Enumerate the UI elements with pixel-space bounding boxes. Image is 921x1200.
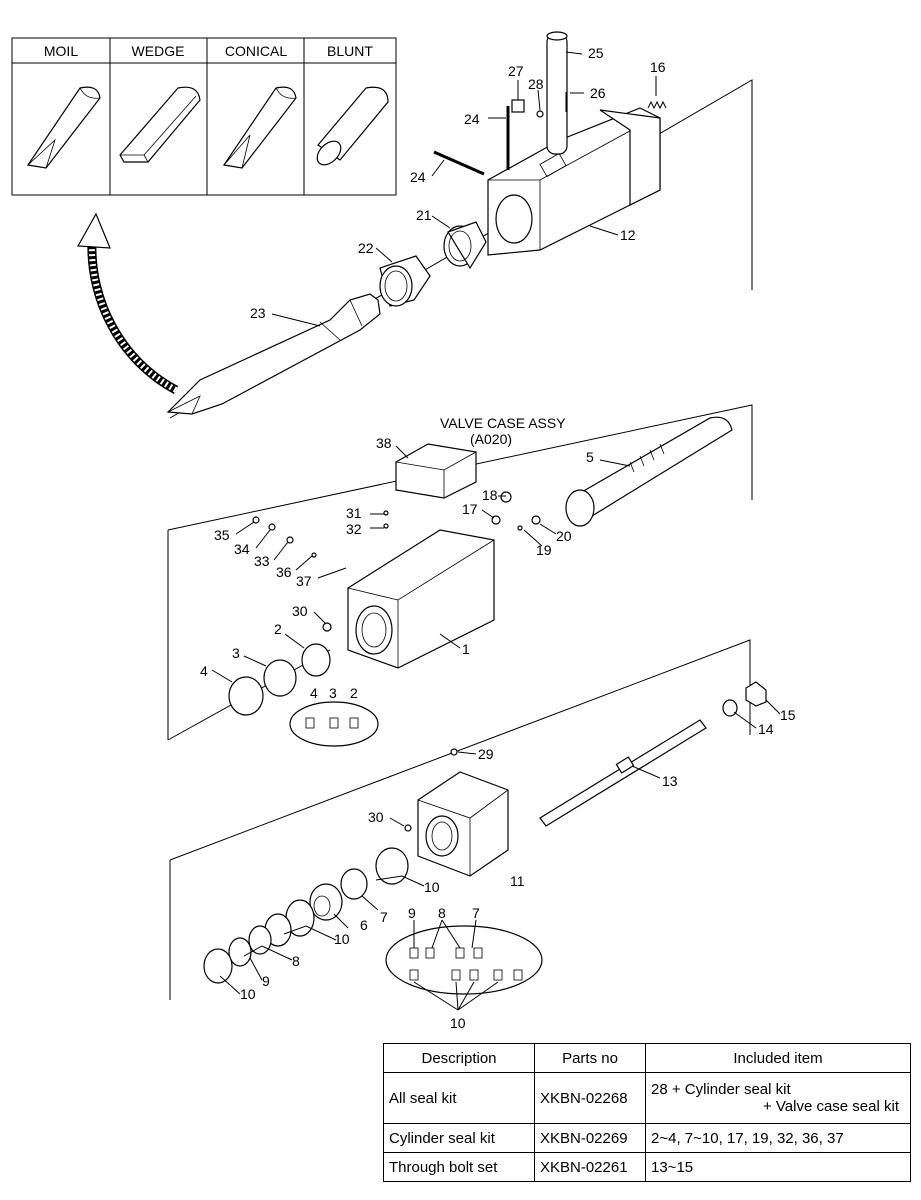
seal-kit-parts-table: Description Parts no Included item All s…	[383, 1043, 911, 1182]
valve-case-assy-label: VALVE CASE ASSY	[440, 415, 566, 431]
label-36: 36	[276, 564, 292, 580]
leader-lines	[211, 51, 781, 1011]
cell-included-item: 28 + Cylinder seal kit + Valve case seal…	[645, 1072, 911, 1124]
detail-label-7: 7	[472, 905, 480, 921]
label-34: 34	[234, 541, 250, 557]
label-31: 31	[346, 505, 362, 521]
label-21: 21	[416, 207, 432, 223]
cell-included-item: 2~4, 7~10, 17, 19, 32, 36, 37	[645, 1123, 911, 1153]
seal-2	[301, 643, 331, 677]
label-27: 27	[508, 63, 524, 79]
detail-label-3: 3	[329, 685, 337, 701]
label-29: 29	[478, 746, 494, 762]
label-6: 6	[360, 917, 368, 933]
label-30a: 30	[292, 603, 308, 619]
label-32: 32	[346, 521, 362, 537]
label-24b: 24	[410, 169, 426, 185]
conical-tool-icon	[222, 86, 297, 169]
cell-parts-no: XKBN-02268	[534, 1072, 646, 1124]
label-13: 13	[662, 773, 678, 789]
label-15: 15	[780, 707, 796, 723]
label-30b: 30	[368, 809, 384, 825]
curved-arrow-icon	[77, 212, 179, 394]
included-line-1: 28 + Cylinder seal kit	[651, 1081, 791, 1098]
cell-parts-no: XKBN-02269	[534, 1123, 646, 1153]
valve-case-code-label: (A020)	[470, 431, 512, 447]
detail-label-9: 9	[408, 905, 416, 921]
label-37: 37	[296, 573, 312, 589]
label-33: 33	[254, 553, 270, 569]
col-header-included-item: Included item	[645, 1043, 911, 1073]
col-header-description: Description	[383, 1043, 535, 1073]
label-25: 25	[588, 45, 604, 61]
label-4: 4	[200, 663, 208, 679]
tool-header-conical: CONICAL	[225, 43, 287, 59]
label-22: 22	[358, 240, 374, 256]
front-head-assembly	[169, 639, 767, 1000]
tool-header-wedge: WEDGE	[132, 43, 185, 59]
label-26: 26	[590, 85, 606, 101]
seal-4	[228, 676, 264, 716]
seal-3	[263, 659, 297, 697]
label-35: 35	[214, 527, 230, 543]
col-header-parts-no: Parts no	[534, 1043, 646, 1073]
label-18: 18	[482, 487, 498, 503]
label-38: 38	[376, 435, 392, 451]
label-10a: 10	[424, 879, 440, 895]
wedge-tool-icon	[119, 86, 201, 163]
label-24a: 24	[464, 111, 480, 127]
label-9: 9	[262, 973, 270, 989]
table-row: Through bolt set XKBN-02261 13~15	[383, 1152, 911, 1182]
included-line-2: + Valve case seal kit	[762, 1098, 899, 1115]
detail-label-4: 4	[310, 685, 318, 701]
label-17: 17	[462, 501, 478, 517]
label-20: 20	[556, 528, 572, 544]
cell-parts-no: XKBN-02261	[534, 1152, 646, 1182]
table-header-row: Description Parts no Included item	[383, 1043, 911, 1073]
detail-label-2: 2	[350, 685, 358, 701]
label-1: 1	[462, 641, 470, 657]
moil-tool-icon	[26, 86, 101, 169]
label-10b: 10	[334, 931, 350, 947]
label-3: 3	[232, 645, 240, 661]
label-7: 7	[380, 909, 388, 925]
detail-label-10: 10	[450, 1015, 466, 1031]
cell-description: All seal kit	[383, 1072, 535, 1124]
label-19: 19	[536, 542, 552, 558]
part-number-labels: VALVE CASE ASSY (A020) 25 16 27 28 26 24…	[200, 45, 796, 1031]
tool-types-box: MOIL WEDGE CONICAL BLUNT	[11, 37, 397, 196]
label-16: 16	[650, 59, 666, 75]
label-5: 5	[586, 449, 594, 465]
cylinder-assembly	[167, 404, 753, 747]
tool-header-blunt: BLUNT	[327, 43, 373, 59]
cell-included-item: 13~15	[645, 1152, 911, 1182]
label-12: 12	[620, 227, 636, 243]
cell-description: Through bolt set	[383, 1152, 535, 1182]
table-row: Cylinder seal kit XKBN-02269 2~4, 7~10, …	[383, 1123, 911, 1153]
tool-header-moil: MOIL	[44, 43, 78, 59]
table-row: All seal kit XKBN-02268 28 + Cylinder se…	[383, 1072, 911, 1124]
label-11: 11	[510, 873, 525, 889]
label-23: 23	[250, 305, 266, 321]
detail-label-8: 8	[438, 905, 446, 921]
label-14: 14	[758, 721, 774, 737]
label-10c: 10	[240, 986, 256, 1002]
label-2: 2	[274, 621, 282, 637]
label-8: 8	[292, 953, 300, 969]
cell-description: Cylinder seal kit	[383, 1123, 535, 1153]
back-head-assembly	[166, 31, 753, 419]
blunt-tool-icon	[316, 86, 389, 166]
label-28: 28	[528, 76, 544, 92]
